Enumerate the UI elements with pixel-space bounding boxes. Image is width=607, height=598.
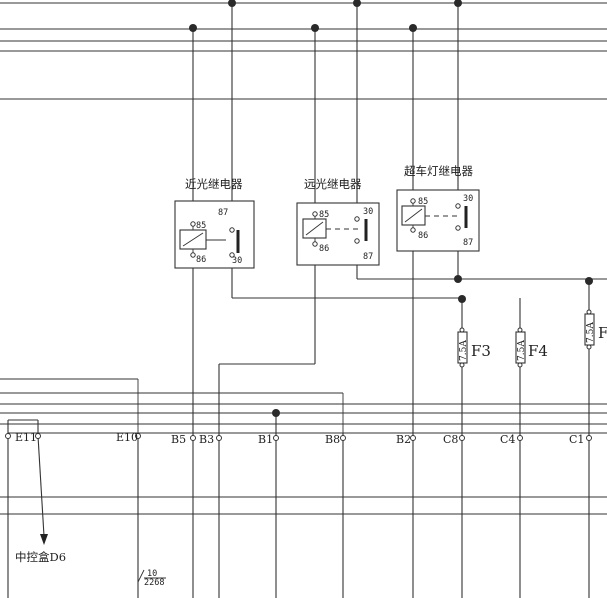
svg-text:85: 85 [319, 210, 329, 220]
svg-text:30: 30 [463, 194, 473, 204]
svg-text:7.5A: 7.5A [459, 340, 469, 361]
svg-text:85: 85 [196, 221, 206, 231]
svg-text:85: 85 [418, 197, 428, 207]
connector-c4: C4 [500, 433, 515, 446]
vertical-wires [7, 3, 607, 598]
fuse-f3: 7.5A F3 [457, 327, 491, 368]
svg-text:87: 87 [218, 208, 228, 218]
connector-e10: E10 [116, 431, 138, 444]
low-beam-relay-title: 近光继电器 [185, 177, 243, 191]
high-beam-relay: 远光继电器 85 86 30 87 [296, 177, 380, 266]
connector-e11: E11 [15, 431, 37, 444]
low-beam-relay: 近光继电器 85 86 87 30 [174, 177, 255, 269]
passing-light-relay-title: 超车灯继电器 [404, 164, 473, 178]
middle-bus-lines [0, 378, 607, 434]
connector-c1: C1 [569, 433, 584, 446]
svg-text:10: 10 [147, 569, 157, 579]
svg-text:86: 86 [418, 231, 428, 241]
connector-b3: B3 [199, 433, 214, 446]
bottom-bus-lines [0, 496, 607, 515]
svg-text:87: 87 [463, 238, 473, 248]
svg-text:87: 87 [363, 252, 373, 262]
svg-text:F4: F4 [528, 342, 548, 360]
fuse-f4: 7.5A F4 [515, 327, 548, 368]
connector-c8: C8 [443, 433, 458, 446]
connector-b1: B1 [258, 433, 273, 446]
central-box-label: 中控盒D6 [15, 550, 66, 564]
fuse-f5: 7.5A F [584, 309, 607, 350]
svg-text:F: F [598, 324, 607, 342]
svg-text:7.5A: 7.5A [517, 340, 527, 361]
connector-b2: B2 [396, 433, 411, 446]
top-bus-lines [0, 2, 607, 100]
svg-text:86: 86 [319, 244, 329, 254]
connector-b5: B5 [171, 433, 186, 446]
svg-text:2268: 2268 [144, 578, 164, 588]
junction-dots [189, 0, 593, 417]
central-box-arrow: 中控盒D6 [15, 534, 66, 564]
svg-text:F3: F3 [471, 342, 491, 360]
wire-code: 10 2268 [137, 569, 166, 588]
svg-text:7.5A: 7.5A [586, 322, 596, 343]
connector-terminals: E11 E10 B5 B3 B1 B8 B2 C8 C4 C1 [5, 431, 592, 446]
passing-light-relay: 超车灯继电器 85 86 30 87 [396, 164, 480, 252]
svg-text:30: 30 [232, 256, 242, 266]
svg-text:30: 30 [363, 207, 373, 217]
svg-text:86: 86 [196, 255, 206, 265]
high-beam-relay-title: 远光继电器 [304, 177, 362, 191]
connector-b8: B8 [325, 433, 340, 446]
